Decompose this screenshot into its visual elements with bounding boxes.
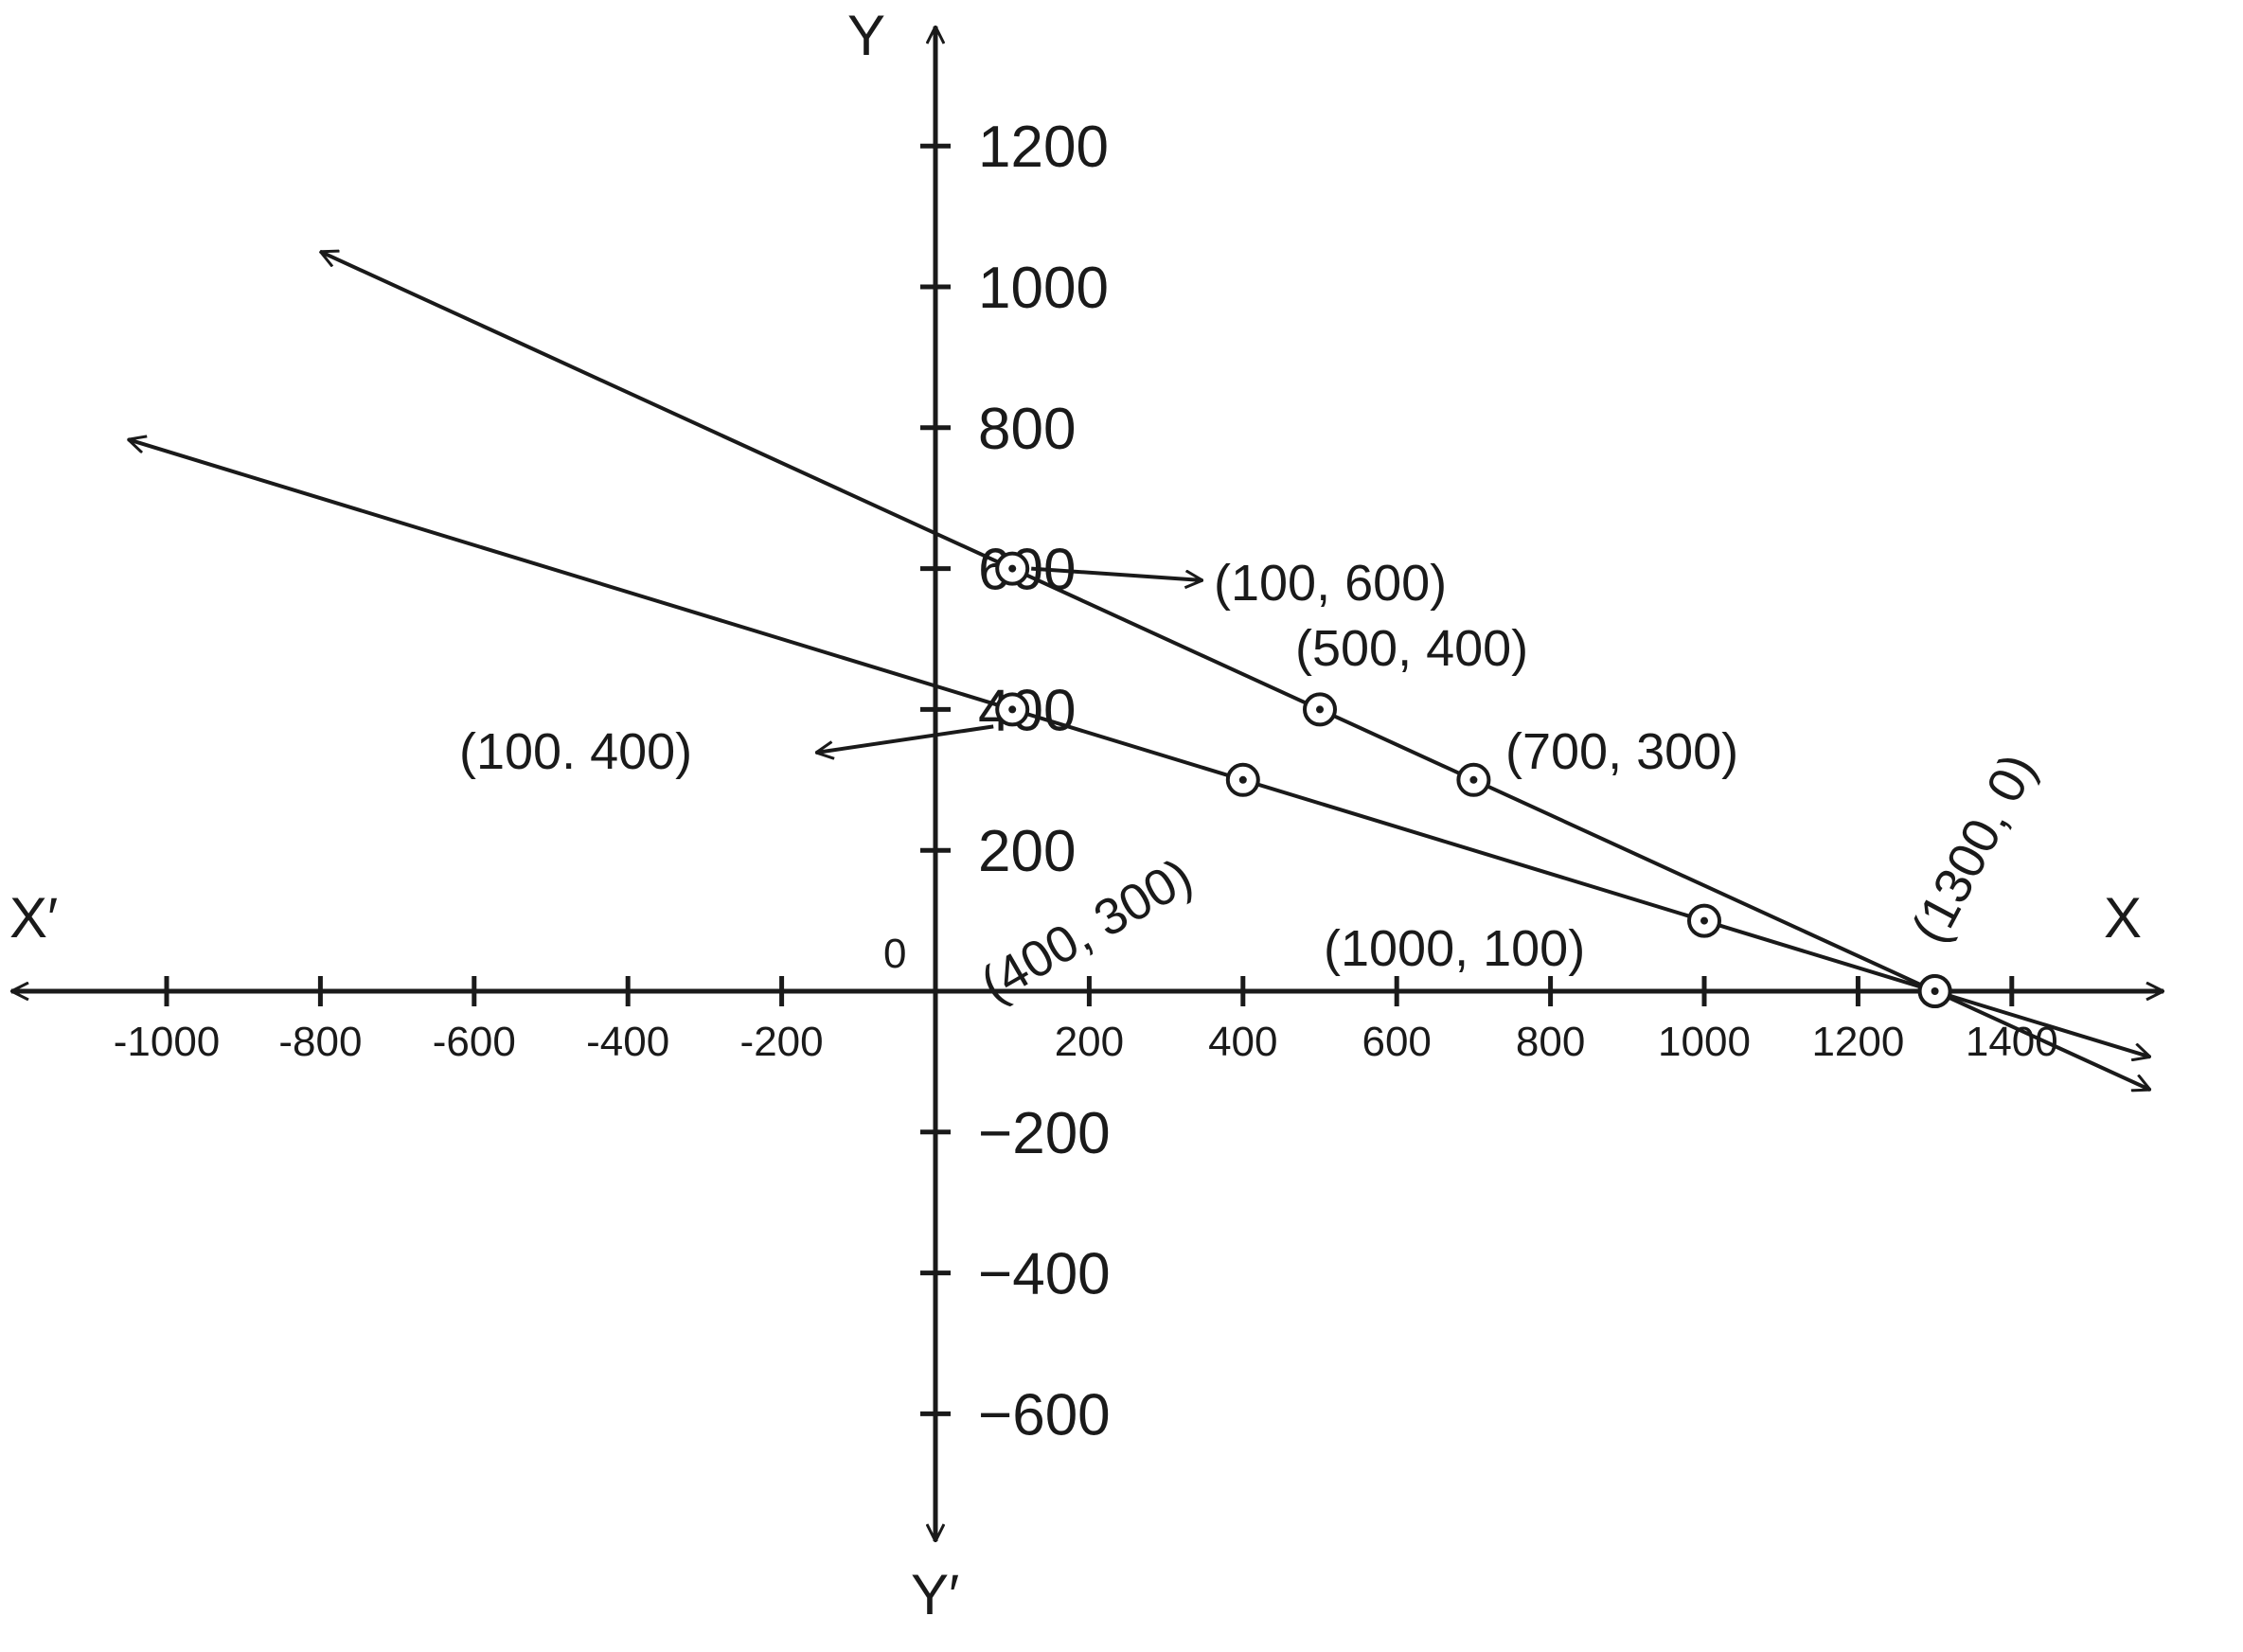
x-tick-label: 200 <box>1055 1019 1124 1065</box>
series-2-line-right <box>1011 707 2150 1057</box>
y-neg-axis-name: Y′ <box>911 1563 959 1626</box>
point-label: (1300, 0) <box>1901 745 2047 952</box>
axes: Y Y′ X X′ 0 -1000 -800 -600 -400 -200 200 400 600 800… <box>9 4 2163 1626</box>
x-tick-label: -600 <box>433 1019 516 1065</box>
y-tick-label: −600 <box>978 1382 1111 1448</box>
series-1-point-dot <box>1469 775 1478 784</box>
x-tick-label: -800 <box>278 1019 362 1065</box>
y-tick-label: 1000 <box>978 256 1109 321</box>
origin-label: 0 <box>883 931 906 977</box>
x-axis-name: X <box>2104 886 2142 950</box>
x-tick-label: 600 <box>1362 1019 1431 1065</box>
x-tick-label: 400 <box>1208 1019 1277 1065</box>
y-tick-label: 200 <box>978 819 1076 884</box>
series-1-line-left <box>320 252 1014 571</box>
x-tick-label: 800 <box>1516 1019 1585 1065</box>
y-tick-label: 800 <box>978 397 1076 462</box>
series-2-point-dot <box>1931 987 1939 995</box>
x-tick-label: 1200 <box>1811 1019 1904 1065</box>
y-axis-name: Y <box>847 4 885 67</box>
y-tick-label: −400 <box>978 1242 1111 1307</box>
series-1-point-dot <box>1316 705 1324 714</box>
series-1-point-dot <box>1008 564 1017 573</box>
series-2-point-dot <box>1238 775 1247 784</box>
label-pointer-arrow <box>1031 566 1202 580</box>
series-lines <box>128 252 2150 1090</box>
series-2-line-left <box>128 439 1013 712</box>
point-label: (100. 400) <box>459 723 692 780</box>
point-label: (500, 400) <box>1295 620 1528 677</box>
x-neg-axis-name: X′ <box>9 886 58 950</box>
series-2-point-dot <box>1700 916 1708 925</box>
label-pointer-arrow <box>816 724 994 753</box>
point-label: (100, 600) <box>1214 555 1447 612</box>
point-label: (1000, 100) <box>1324 920 1585 977</box>
point-markers <box>995 551 1952 1008</box>
series-2-point-dot <box>1008 705 1017 714</box>
x-tick-label: -1000 <box>114 1019 221 1065</box>
y-tick-label: 1200 <box>978 115 1109 180</box>
series-1-line-right <box>1011 566 2150 1091</box>
point-label: (700, 300) <box>1505 723 1738 780</box>
y-tick-label: −200 <box>978 1101 1111 1166</box>
x-tick-label: -200 <box>740 1019 824 1065</box>
x-tick-label: -400 <box>586 1019 669 1065</box>
x-tick-label: 1000 <box>1658 1019 1751 1065</box>
